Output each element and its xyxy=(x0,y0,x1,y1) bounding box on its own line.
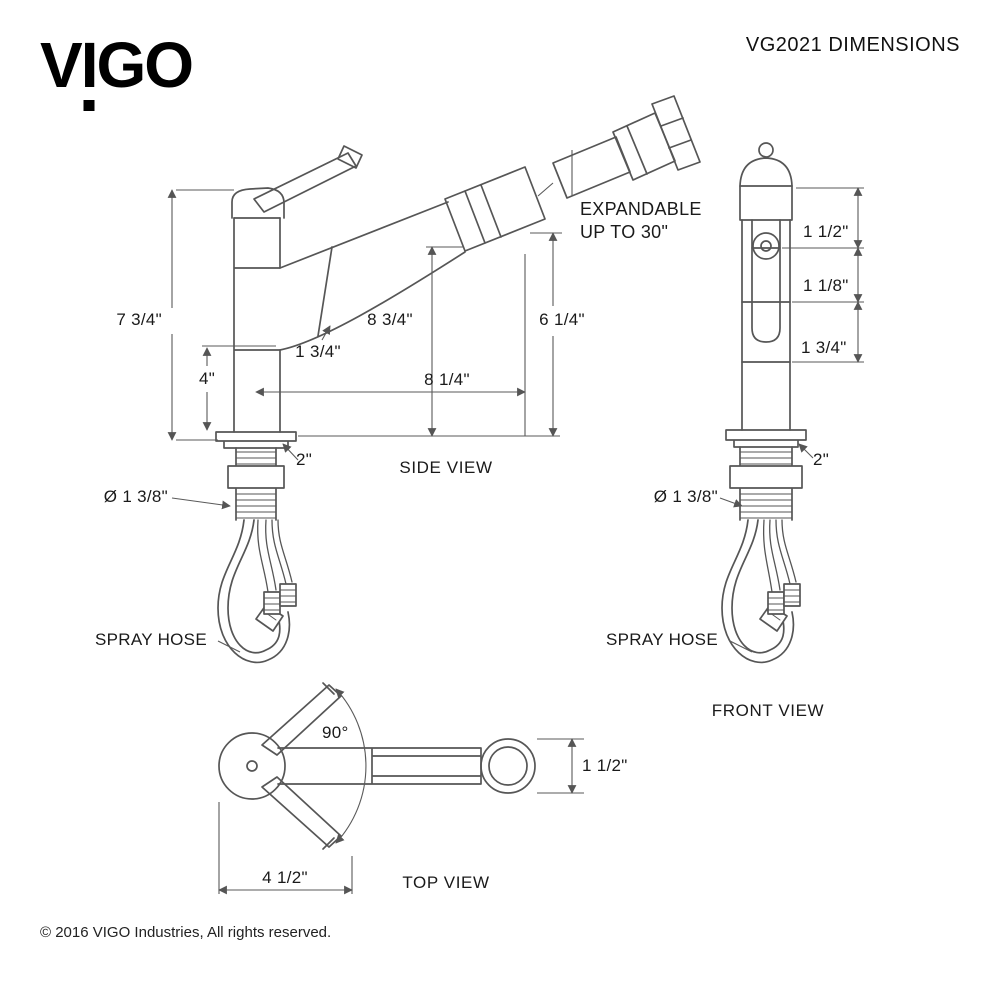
logo-letter-v: V xyxy=(40,29,83,101)
label-spray-hose-front: SPRAY HOSE xyxy=(606,630,718,649)
dim-total-height: 7 3/4" xyxy=(116,310,162,329)
copyright-text: © 2016 VIGO Industries, All rights reser… xyxy=(40,924,332,941)
caption-side-view: SIDE VIEW xyxy=(399,458,493,477)
note-expandable-line1: EXPANDABLE xyxy=(580,199,702,219)
top-view-art xyxy=(218,682,536,850)
note-expandable: EXPANDABLE UP TO 30" xyxy=(580,198,702,243)
caption-top-view: TOP VIEW xyxy=(402,873,490,892)
dim-reach: 8 1/4" xyxy=(424,370,470,389)
dim-swivel-angle: 90° xyxy=(322,723,349,742)
logo-letter-i: I xyxy=(80,29,99,101)
dim-spout-joint: 1 3/4" xyxy=(295,342,341,361)
dim-hole-diameter-side: Ø 1 3/8" xyxy=(103,487,168,506)
dim-deck-thickness-front: 2" xyxy=(813,450,830,469)
document-title: VG2021 DIMENSIONS xyxy=(745,34,960,56)
dim-base-height: 4" xyxy=(198,369,216,388)
label-spray-hose-side: SPRAY HOSE xyxy=(95,630,207,649)
dim-deck-thickness-side: 2" xyxy=(296,450,313,469)
front-view-dimensions xyxy=(719,187,864,653)
dim-outlet-height: 6 1/4" xyxy=(539,310,585,329)
side-view-dimensions xyxy=(167,150,573,653)
dim-body-width: 1 3/4" xyxy=(801,338,847,357)
side-view-art xyxy=(215,95,701,664)
dim-top-width: 1 1/2" xyxy=(803,222,849,241)
note-expandable-line2: UP TO 30" xyxy=(580,221,669,242)
top-view-dimensions xyxy=(218,688,584,895)
caption-front-view: FRONT VIEW xyxy=(711,701,825,720)
dim-spout-height: 8 3/4" xyxy=(367,310,413,329)
logo-letters-go: GO xyxy=(96,29,194,101)
front-view-art xyxy=(721,142,807,664)
dim-neck-width: 1 1/8" xyxy=(803,276,849,295)
dim-hole-diameter-front: Ø 1 3/8" xyxy=(653,487,718,506)
dim-handle-reach: 4 1/2" xyxy=(262,868,308,887)
dim-head-width: 1 1/2" xyxy=(582,756,628,775)
